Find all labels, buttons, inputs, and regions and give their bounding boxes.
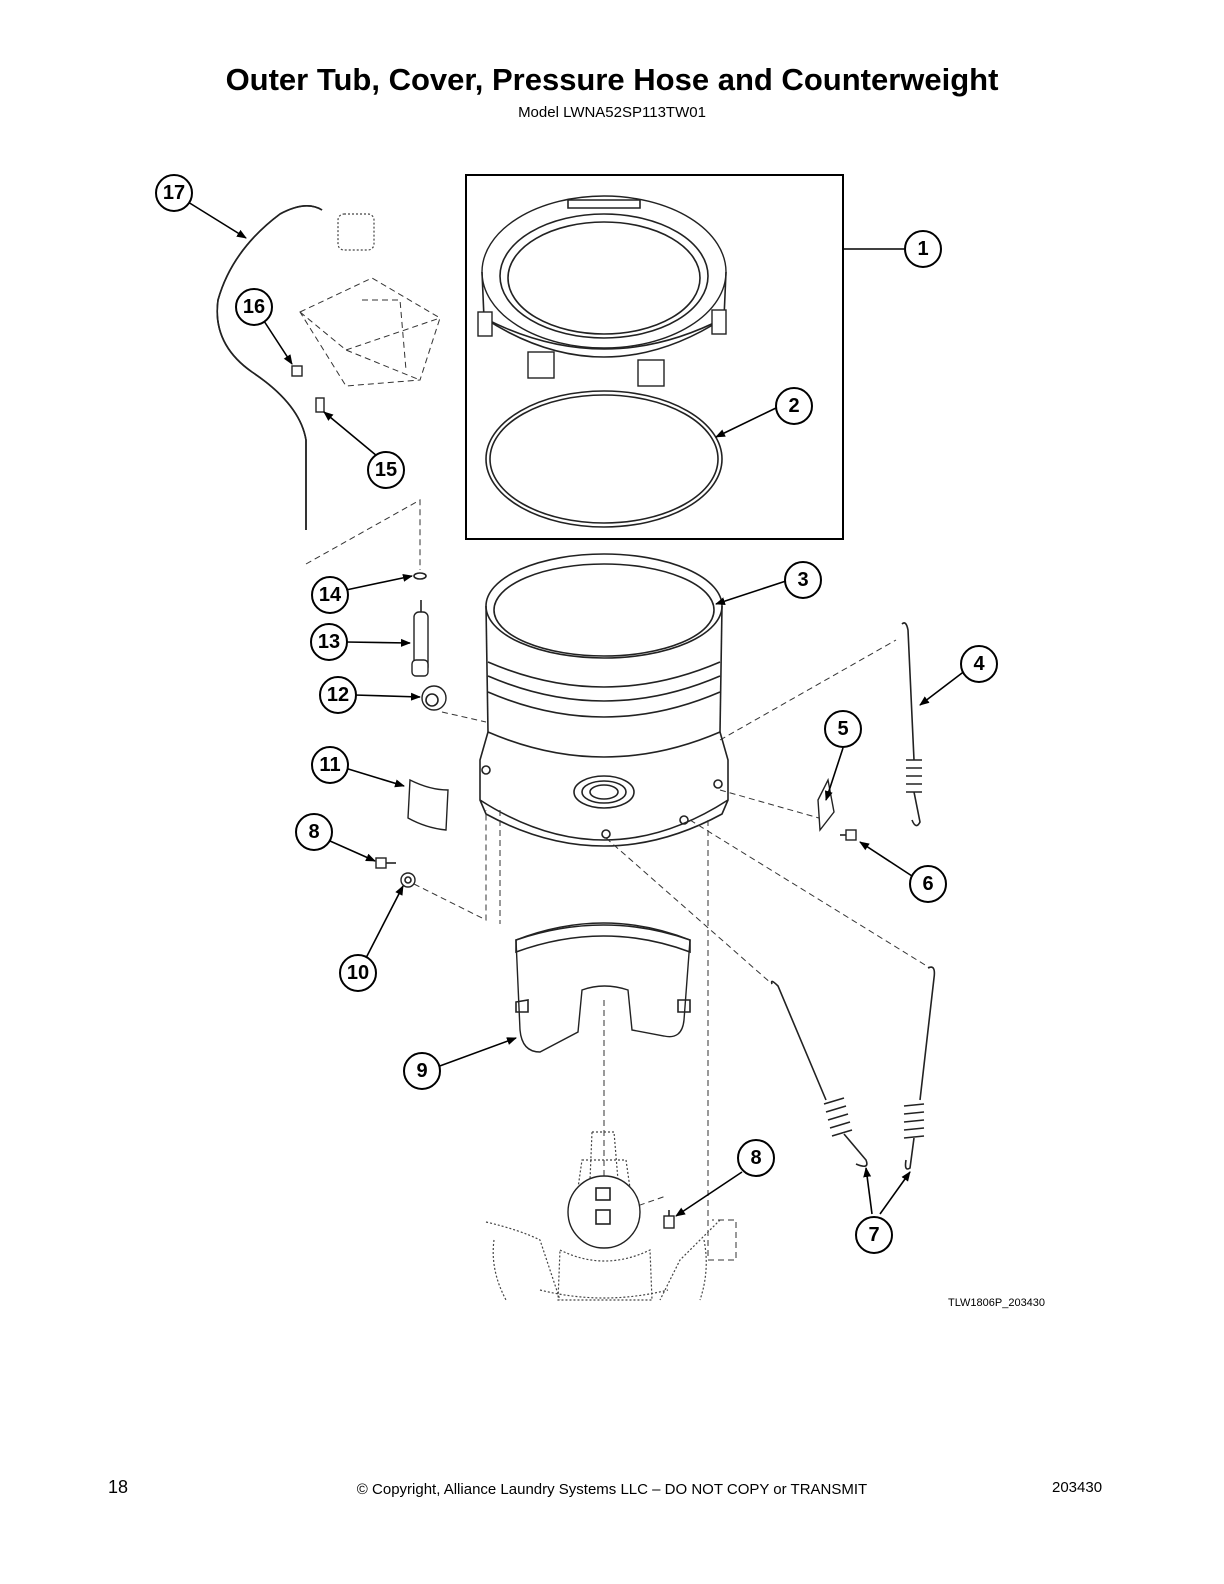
- callout-13: 13: [310, 623, 348, 661]
- washer-10: [400, 872, 416, 888]
- drawing-code: TLW1806P_203430: [948, 1297, 1046, 1309]
- callout-15: 15: [367, 451, 405, 489]
- callout-10: 10: [339, 954, 377, 992]
- svg-text:5: 5: [837, 718, 848, 740]
- cover-gasket-inner: [489, 394, 719, 524]
- copyright-notice: © Copyright, Alliance Laundry Systems LL…: [356, 1481, 868, 1498]
- o-ring: [413, 572, 427, 580]
- outer-tub: [479, 553, 729, 847]
- callout-14: 14: [311, 576, 349, 614]
- svg-text:11: 11: [319, 754, 340, 776]
- callout-4: 4: [960, 645, 998, 683]
- callout-11: 11: [311, 746, 349, 784]
- callout-9: 9: [403, 1052, 441, 1090]
- svg-text:13: 13: [318, 631, 340, 653]
- document-number: 203430: [1052, 1479, 1103, 1496]
- transmission-outline: [485, 1131, 721, 1301]
- callout-1: 1: [904, 230, 942, 268]
- svg-text:8: 8: [308, 821, 319, 843]
- svg-text:17: 17: [163, 182, 185, 204]
- svg-text:3: 3: [797, 569, 808, 591]
- tub-label: [407, 778, 449, 831]
- callout-16: 16: [235, 288, 273, 326]
- callout-17: 17: [155, 174, 193, 212]
- callout-7: 7: [855, 1216, 893, 1254]
- air-dome: [411, 600, 429, 677]
- callout-12: 12: [319, 676, 357, 714]
- svg-text:1: 1: [917, 238, 928, 260]
- svg-text:8: 8: [750, 1147, 761, 1169]
- callout-6: 6: [909, 865, 947, 903]
- leader-lines: [187, 201, 967, 1217]
- svg-text:12: 12: [327, 684, 349, 706]
- callout-3: 3: [784, 561, 822, 599]
- svg-text:10: 10: [347, 962, 369, 984]
- callout-8-left: 8: [295, 813, 333, 851]
- pressure-switch-bracket: [299, 213, 441, 387]
- counterweight: [515, 922, 691, 1053]
- suspension-spring-4: [901, 622, 922, 827]
- callout-8-right: 8: [737, 1139, 775, 1177]
- svg-text:14: 14: [319, 584, 342, 606]
- svg-text:16: 16: [243, 296, 265, 318]
- cover-gasket: [485, 390, 723, 528]
- svg-text:9: 9: [416, 1060, 427, 1082]
- model-number: Model LWNA52SP113TW01: [518, 104, 706, 121]
- page-number: 18: [108, 1477, 129, 1497]
- bolt-8-right: [663, 1210, 675, 1229]
- bolt-6: [840, 829, 857, 841]
- svg-text:4: 4: [973, 653, 985, 675]
- callout-2: 2: [775, 387, 813, 425]
- page-title: Outer Tub, Cover, Pressure Hose and Coun…: [225, 62, 999, 97]
- grommet: [421, 685, 447, 711]
- hose-clip-15: [315, 397, 325, 413]
- bolt-8-left: [375, 857, 396, 869]
- cover-group-box: [465, 174, 844, 540]
- suspension-spring-7b: [903, 966, 936, 1170]
- callout-5: 5: [824, 710, 862, 748]
- spring-bracket: [817, 777, 835, 832]
- tub-cover-ring: [477, 195, 727, 387]
- svg-text:2: 2: [788, 395, 799, 417]
- hose-clip-16: [291, 365, 303, 377]
- svg-text:15: 15: [375, 459, 397, 481]
- suspension-spring-7a: [770, 980, 868, 1168]
- svg-text:7: 7: [868, 1224, 879, 1246]
- svg-text:6: 6: [922, 873, 933, 895]
